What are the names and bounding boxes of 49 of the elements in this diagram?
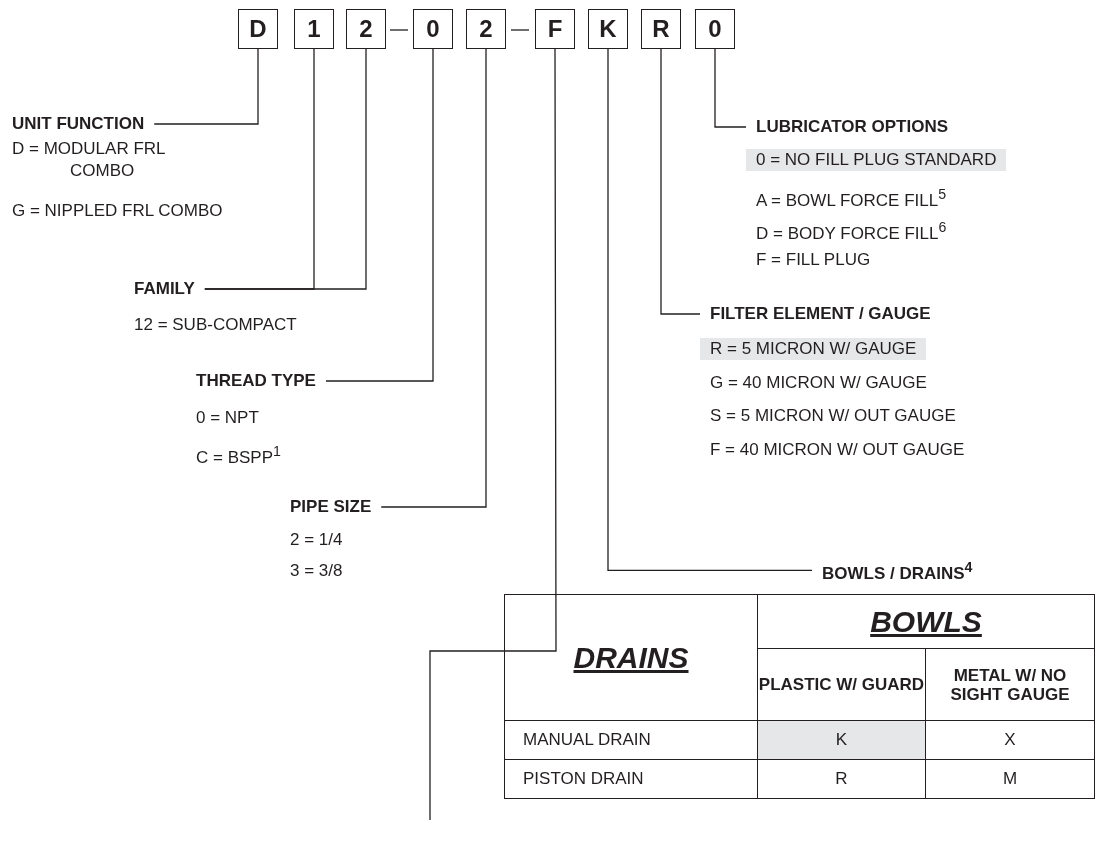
table-heading: BOWLS (757, 594, 1095, 649)
section-heading: THREAD TYPE (196, 370, 316, 392)
section-heading: PIPE SIZE (290, 496, 372, 518)
option-text: A = BOWL FORCE FILL$^{5}$ (756, 185, 947, 212)
column-heading: METAL W/ NO SIGHT GAUGE (925, 648, 1095, 721)
code-box: 0 (695, 9, 735, 49)
leader-line (153, 48, 259, 125)
highlighted-option: 0 = NO FILL PLUG STANDARD (746, 149, 1007, 171)
leader-line (380, 48, 487, 508)
code-value: X (925, 720, 1095, 760)
row-label: PISTON DRAIN (504, 759, 758, 799)
section-heading: FILTER ELEMENT / GAUGE (710, 303, 931, 325)
option-text: G = 40 MICRON W/ GAUGE (710, 372, 927, 394)
code-value: R (757, 759, 926, 799)
leader-line (325, 48, 434, 382)
option-text: D = BODY FORCE FILL$^{6}$ (756, 218, 947, 245)
option-text: 12 = SUB-COMPACT (134, 314, 297, 336)
code-box: 2 (346, 9, 386, 49)
leader-line (714, 48, 747, 128)
section-heading: BOWLS / DRAINS$^{4}$ (822, 558, 973, 585)
section-heading: LUBRICATOR OPTIONS (756, 116, 949, 138)
row-label: MANUAL DRAIN (504, 720, 758, 760)
option-text: D = MODULAR FRL COMBO (12, 138, 166, 182)
code-box: 0 (413, 9, 453, 49)
option-text: 2 = 1/4 (290, 529, 343, 551)
option-text: F = 40 MICRON W/ OUT GAUGE (710, 439, 965, 461)
highlighted-option: R = 5 MICRON W/ GAUGE (700, 338, 927, 360)
option-text: G = NIPPLED FRL COMBO (12, 200, 224, 222)
highlighted-code-value: K (757, 720, 926, 760)
code-box: 2 (466, 9, 506, 49)
section-heading: UNIT FUNCTION (12, 113, 145, 135)
option-text: F = FILL PLUG (756, 249, 871, 271)
code-box: F (535, 9, 575, 49)
code-box: K (588, 9, 628, 49)
leader-line (660, 48, 701, 315)
option-text: 3 = 3/8 (290, 560, 343, 582)
leader-line (429, 48, 557, 821)
leader-line (607, 48, 813, 571)
leader-line (204, 48, 367, 290)
code-box: 1 (294, 9, 334, 49)
option-text: 0 = NPT (196, 407, 259, 429)
option-text: S = 5 MICRON W/ OUT GAUGE (710, 405, 956, 427)
column-heading: PLASTIC W/ GUARD (757, 648, 926, 721)
code-box: D (238, 9, 278, 49)
table-heading: DRAINS (504, 594, 758, 721)
code-box: R (641, 9, 681, 49)
section-heading: FAMILY (134, 278, 195, 300)
option-text: C = BSPP$^{1}$ (196, 442, 281, 469)
code-value: M (925, 759, 1095, 799)
